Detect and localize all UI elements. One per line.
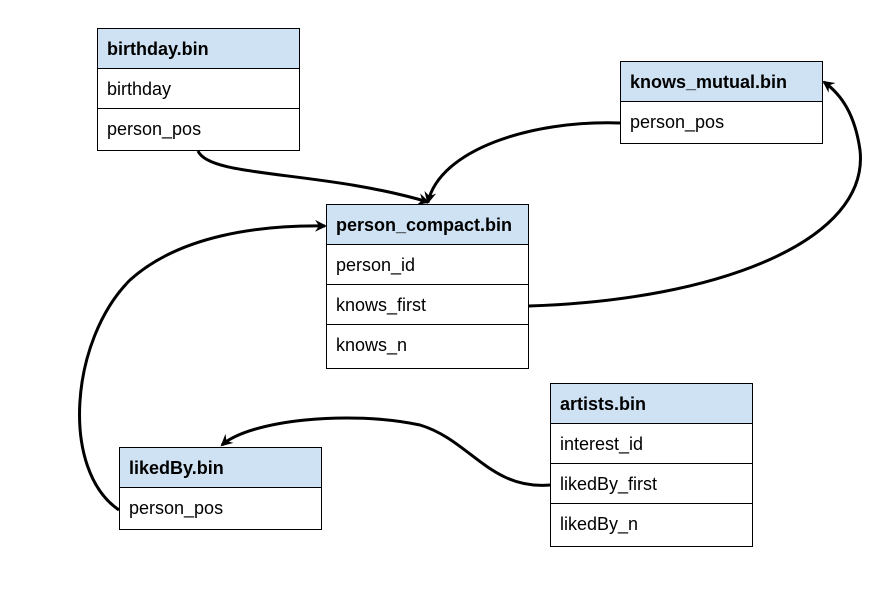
entity-person-compact-bin[interactable]: person_compact.bin person_id knows_first… [326,204,529,369]
entity-title: person_compact.bin [327,205,528,245]
field-knows-first: knows_first [327,285,528,325]
field-person-id: person_id [327,245,528,285]
entity-title: knows_mutual.bin [621,62,822,102]
entity-artists-bin[interactable]: artists.bin interest_id likedBy_first li… [550,383,753,547]
link-person-compact-to-knows-mutual [528,80,862,308]
entity-knows-mutual-bin[interactable]: knows_mutual.bin person_pos [620,61,823,144]
field-knows-n: knows_n [336,335,408,355]
field-interest-id: interest_id [551,424,752,464]
field-likedby-first: likedBy_first [551,464,752,504]
link-birthday-to-person-compact [196,150,430,205]
field-person-pos: person_pos [107,119,202,139]
link-artists-to-likedby [220,416,551,487]
entity-title: likedBy.bin [120,448,321,488]
link-likedby-to-person-compact [78,219,327,512]
field-person-pos: person_pos [129,498,224,518]
entity-likedby-bin[interactable]: likedBy.bin person_pos [119,447,322,530]
field-likedby-n: likedBy_n [560,514,639,534]
link-knows-mutual-to-person-compact [424,121,621,204]
field-birthday: birthday [98,69,299,109]
entity-birthday-bin[interactable]: birthday.bin birthday person_pos [97,28,300,151]
entity-title: artists.bin [551,384,752,424]
field-person-pos: person_pos [630,112,725,132]
entity-title: birthday.bin [98,29,299,69]
